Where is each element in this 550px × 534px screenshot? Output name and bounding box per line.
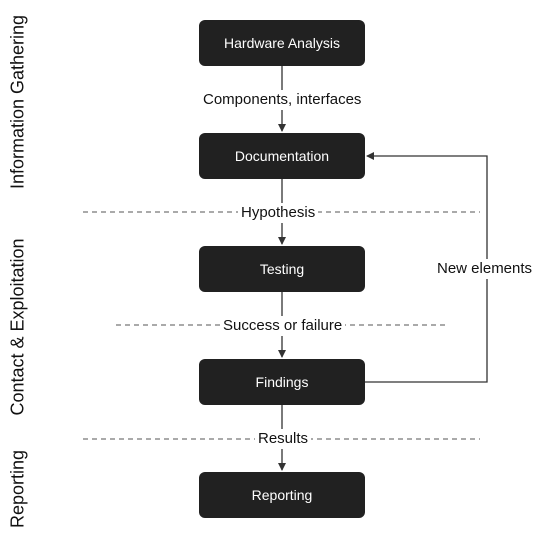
edge-label-new-elements: New elements: [434, 259, 536, 279]
step-testing: Testing: [199, 246, 365, 292]
edge-label-results: Results: [255, 429, 312, 449]
step-label: Hardware Analysis: [224, 35, 340, 51]
step-findings: Findings: [199, 359, 365, 405]
phase-label-reporting: Reporting: [7, 449, 28, 529]
edge-label-hypothesis: Hypothesis: [238, 203, 319, 223]
step-reporting: Reporting: [199, 472, 365, 518]
phase-label-information-gathering: Information Gathering: [7, 14, 28, 190]
edge-label-success-failure: Success or failure: [220, 316, 346, 336]
phase-label-contact-exploitation: Contact & Exploitation: [7, 238, 28, 416]
step-label: Documentation: [234, 148, 330, 164]
step-label: Testing: [259, 261, 305, 277]
step-label: Findings: [255, 374, 309, 390]
step-hardware-analysis: Hardware Analysis: [199, 20, 365, 66]
step-documentation: Documentation: [199, 133, 365, 179]
step-label: Reporting: [251, 487, 313, 503]
edge-label-components: Components, interfaces: [200, 90, 365, 110]
